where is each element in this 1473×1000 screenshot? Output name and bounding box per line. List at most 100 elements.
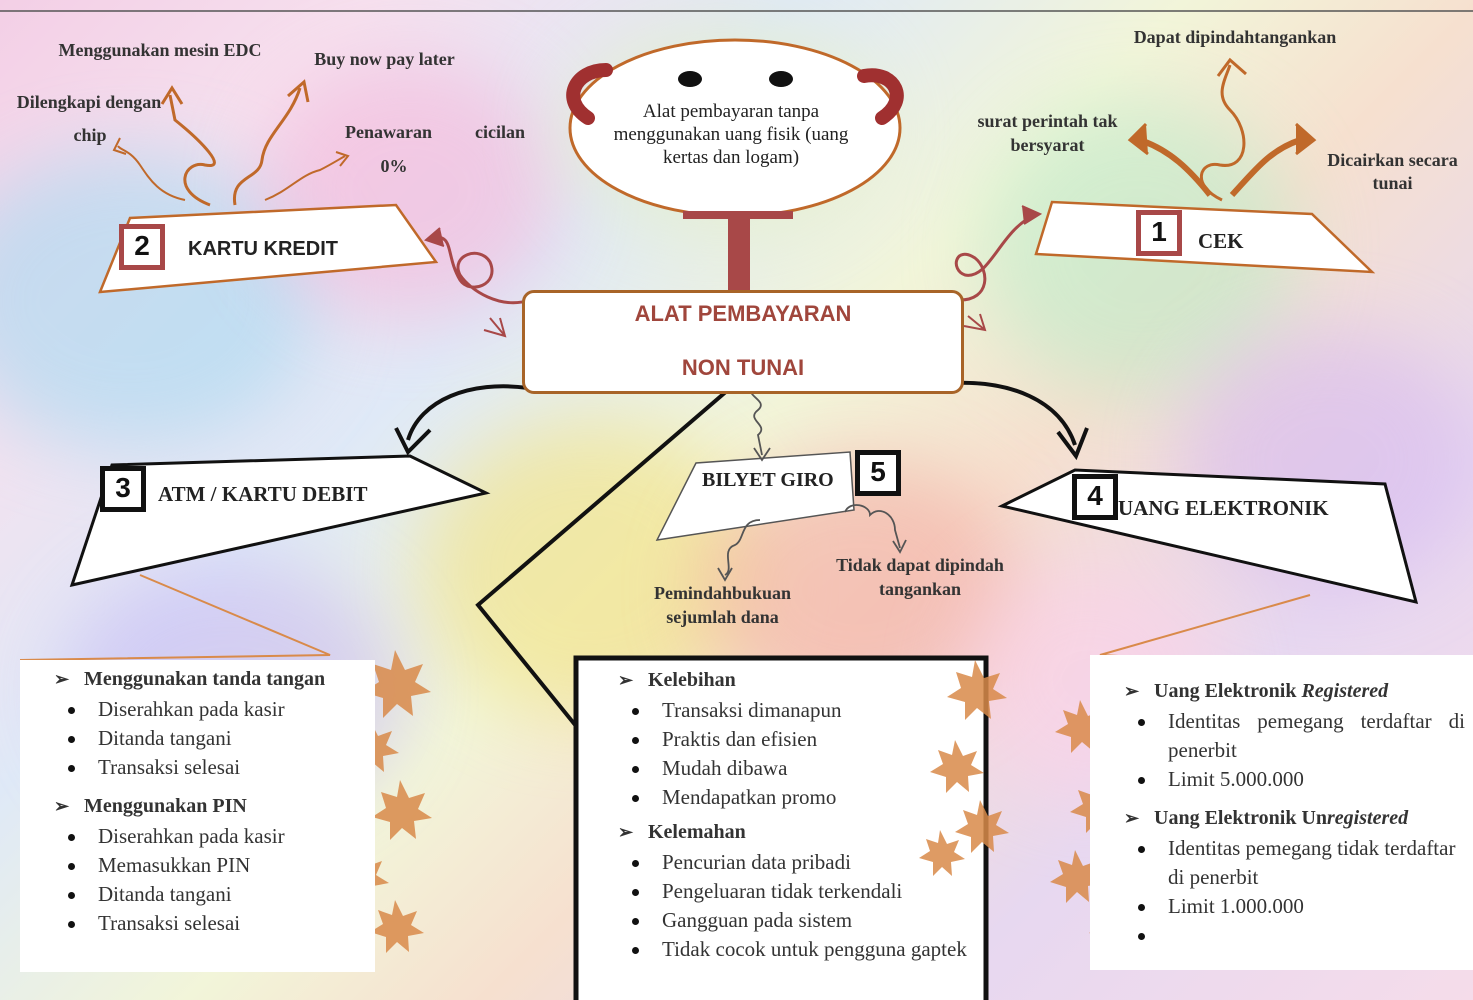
- list-item: Pengeluaran tidak terkendali: [618, 877, 978, 906]
- center-title-line1: ALAT PEMBAYARAN: [634, 301, 852, 326]
- summary-section-list: Transaksi dimanapun Praktis dan efisien …: [618, 696, 978, 812]
- curly-arrow-cek: [954, 213, 1036, 302]
- heading-italic-text: registered: [1327, 807, 1409, 829]
- cek-feature-top: Dapat dipindahtangankan: [1133, 27, 1337, 47]
- t-connector-bar: [683, 211, 793, 219]
- uang-elektronik-section-list: Identitas pemegang terdaftar di penerbit…: [1124, 707, 1465, 794]
- list-item: Mendapatkan promo: [618, 783, 978, 812]
- uang-elektronik-section-heading: Uang Elektronik Registered: [1124, 677, 1465, 705]
- list-item: Transaksi dimanapun: [618, 696, 978, 725]
- bubble-right-horn: [857, 68, 904, 125]
- summary-section-heading: Kelemahan: [618, 818, 978, 846]
- curly-arrow-kartu-kredit: [429, 235, 531, 305]
- curly-arrow-kartu-kredit-head: [424, 227, 445, 247]
- cek-number-badge: 1: [1136, 210, 1182, 256]
- bilyet-giro-title: BILYET GIRO: [702, 469, 834, 491]
- curl-dipindahtangankan: [1200, 64, 1246, 202]
- list-item: [1124, 921, 1465, 950]
- uang-elektronik-title: UANG ELEKTRONIK: [1118, 496, 1329, 520]
- kartu-kredit-feature-chip-1: Dilengkapi dengan: [16, 92, 162, 112]
- curl-to-pemindahbukuan: [724, 519, 761, 576]
- kartu-kredit-number-badge: 2: [119, 224, 165, 270]
- kartu-kredit-feature-cicilan-c: 0%: [380, 156, 408, 176]
- list-item: Identitas pemegang terdaftar di penerbit: [1124, 707, 1465, 765]
- atm-details-panel: Menggunakan tanda tangan Diserahkan pada…: [20, 660, 375, 972]
- curl-dicairkan: [1229, 137, 1301, 198]
- bilyet-giro-number-badge: 5: [855, 450, 901, 496]
- arrow-to-atm: [406, 384, 529, 441]
- bubble-left-horn: [566, 63, 613, 125]
- list-item: Transaksi selesai: [54, 753, 375, 782]
- line-to-summary: [475, 388, 730, 728]
- curl-to-bilyet-giro: [749, 384, 763, 456]
- bilyet-giro-feature-left-2: sejumlah dana: [666, 607, 779, 627]
- atm-section-list: Diserahkan pada kasir Memasukkan PIN Dit…: [54, 822, 375, 938]
- cek-title: CEK: [1198, 229, 1244, 253]
- summary-panel: Kelebihan Transaksi dimanapun Praktis da…: [588, 666, 978, 996]
- center-title-line2: NON TUNAI: [681, 355, 805, 380]
- kartu-kredit-feature-bnpl: Buy now pay later: [314, 49, 455, 69]
- bubble-right-eye: [769, 71, 793, 87]
- summary-section-list: Pencurian data pribadi Pengeluaran tidak…: [618, 848, 978, 964]
- cek-feature-right-1: Dicairkan secara: [1327, 150, 1458, 170]
- bubble-left-eye: [678, 71, 702, 87]
- list-item: Mudah dibawa: [618, 754, 978, 783]
- atm-leader-line: [19, 574, 331, 661]
- list-item: Limit 1.000.000: [1124, 892, 1465, 921]
- atm-title: ATM / KARTU DEBIT: [158, 482, 368, 506]
- kartu-kredit-feature-chip-2: chip: [73, 125, 107, 145]
- atm-number-badge: 3: [100, 466, 146, 512]
- list-item: Limit 5.000.000: [1124, 765, 1465, 794]
- list-item: Memasukkan PIN: [54, 851, 375, 880]
- definition-text: Alat pembayaran tanpa menggunakan uang f…: [613, 101, 849, 168]
- list-item: Diserahkan pada kasir: [54, 822, 375, 851]
- list-item: Tidak cocok untuk pengguna gaptek: [618, 935, 978, 964]
- summary-section-heading: Kelebihan: [618, 666, 978, 694]
- heading-italic-text: Registered: [1301, 680, 1389, 702]
- center-node: ALAT PEMBAYARAN NON TUNAI: [522, 290, 964, 394]
- list-item: Ditanda tangani: [54, 724, 375, 753]
- curl-to-tidak-dapat: [844, 504, 901, 549]
- uang-elektronik-section-heading: Uang Elektronik Unregistered: [1124, 804, 1465, 832]
- list-item: Gangguan pada sistem: [618, 906, 978, 935]
- t-connector-stem: [728, 219, 750, 291]
- list-item: Identitas pemegang tidak terdaftar di pe…: [1124, 834, 1465, 892]
- curl-cicilan: [264, 155, 346, 201]
- bilyet-giro-feature-right-1: Tidak dapat dipindah: [836, 555, 1004, 575]
- curly-arrow-cek-head: [1021, 205, 1043, 225]
- list-item: Diserahkan pada kasir: [54, 695, 375, 724]
- bilyet-giro-feature-right-2: tangankan: [878, 579, 962, 599]
- list-item: Praktis dan efisien: [618, 725, 978, 754]
- uang-elektronik-number-badge: 4: [1072, 474, 1118, 520]
- heading-text: Uang Elektronik: [1154, 680, 1302, 702]
- bilyet-giro-feature-left-1: Pemindahbukuan: [653, 583, 792, 603]
- list-item: Pencurian data pribadi: [618, 848, 978, 877]
- cek-feature-right-2: tunai: [1372, 173, 1413, 193]
- uang-elektronik-details-panel: Uang Elektronik Registered Identitas pem…: [1090, 655, 1473, 970]
- atm-section-heading: Menggunakan tanda tangan: [54, 665, 375, 693]
- uang-elektronik-card-shape: [997, 468, 1419, 605]
- curl-edc: [168, 94, 216, 207]
- kartu-kredit-title: KARTU KREDIT: [188, 238, 338, 260]
- curl-bnpl: [233, 87, 302, 206]
- cek-card-shape: [1034, 200, 1376, 274]
- arrow-head-atm: [394, 427, 432, 456]
- list-item: Ditanda tangani: [54, 880, 375, 909]
- atm-section-list: Diserahkan pada kasir Ditanda tangani Tr…: [54, 695, 375, 782]
- curl-chip: [117, 145, 186, 201]
- kartu-kredit-feature-edc: Menggunakan mesin EDC: [58, 40, 262, 60]
- curl-surat-perintah: [1139, 137, 1213, 197]
- arrow-head-uang-elektronik: [1056, 427, 1089, 461]
- bilyet-giro-card-shape: [655, 451, 855, 541]
- list-item: Transaksi selesai: [54, 909, 375, 938]
- kartu-kredit-feature-cicilan-b: cicilan: [475, 122, 525, 142]
- arrow-to-uang-elektronik: [949, 380, 1077, 446]
- atm-section-heading: Menggunakan PIN: [54, 792, 375, 820]
- uang-elektronik-section-list: Identitas pemegang tidak terdaftar di pe…: [1124, 834, 1465, 950]
- cek-feature-left-2: bersyarat: [1010, 135, 1085, 155]
- atm-card-shape: [69, 454, 491, 588]
- heading-text: Uang Elektronik Un: [1154, 807, 1328, 829]
- cek-feature-left-1: surat perintah tak: [977, 111, 1118, 131]
- kartu-kredit-feature-cicilan-a: Penawaran: [345, 122, 432, 142]
